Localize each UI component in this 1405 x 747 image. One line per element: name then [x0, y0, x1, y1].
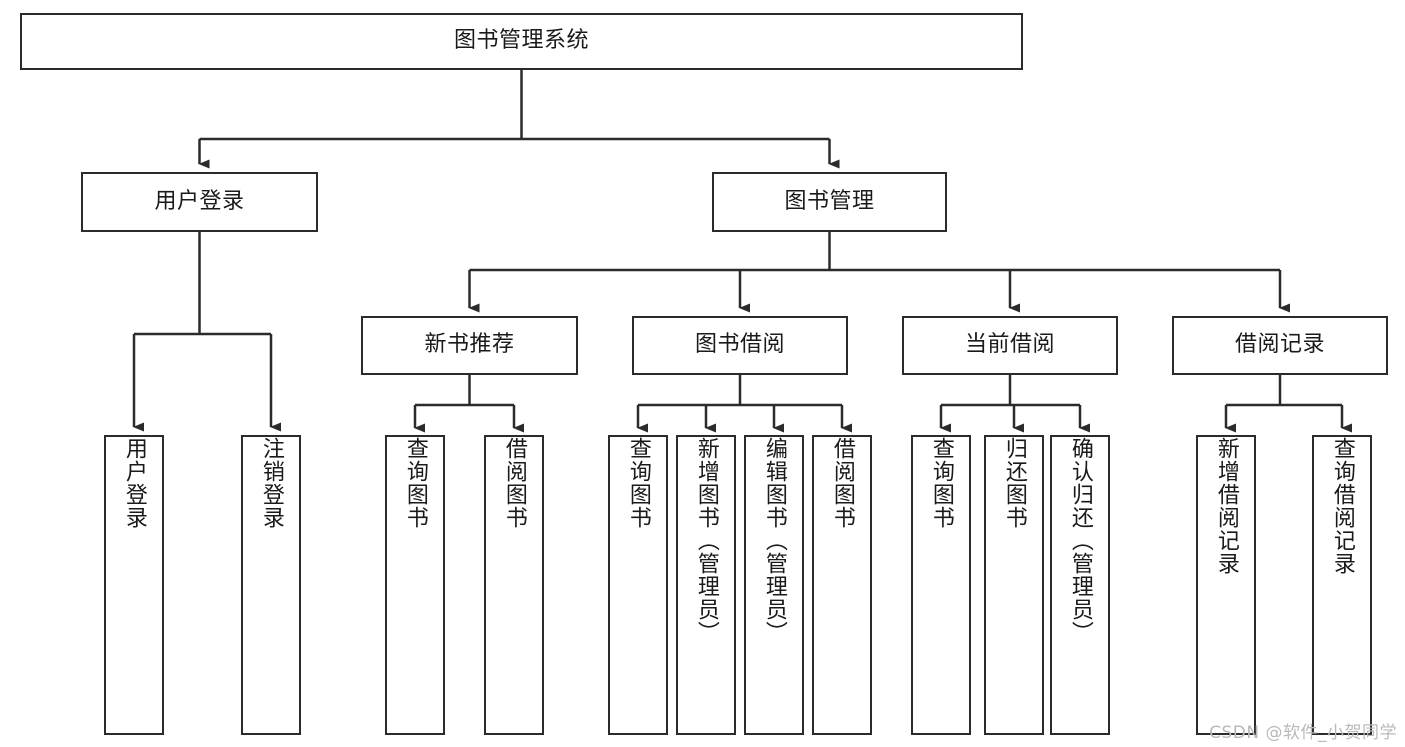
node-label-borrow-record: 借阅记录 — [1234, 332, 1325, 358]
node-leaf-query-book-1[interactable]: 查询图书 — [385, 435, 445, 735]
node-leaf-return-book[interactable]: 归还图书 — [984, 435, 1044, 735]
node-leaf-user-login[interactable]: 用户登录 — [104, 435, 164, 735]
node-label-leaf-return-book: 归还图书 — [1001, 437, 1027, 529]
node-label-leaf-query-book-2: 查询图书 — [625, 437, 651, 529]
node-label-root: 图书管理系统 — [453, 28, 589, 54]
node-leaf-query-book-2[interactable]: 查询图书 — [608, 435, 668, 735]
node-leaf-add-book[interactable]: 新增图书（管理员） — [676, 435, 736, 735]
node-label-leaf-query-book-3: 查询图书 — [928, 437, 954, 529]
node-book-borrow[interactable]: 图书借阅 — [632, 316, 848, 375]
node-user-login[interactable]: 用户登录 — [81, 172, 318, 232]
node-leaf-query-book-3[interactable]: 查询图书 — [911, 435, 971, 735]
node-label-leaf-edit-book: 编辑图书（管理员） — [761, 437, 787, 644]
node-leaf-add-record[interactable]: 新增借阅记录 — [1196, 435, 1256, 735]
node-label-leaf-borrow-book-2: 借阅图书 — [829, 437, 855, 529]
node-book-manage[interactable]: 图书管理 — [712, 172, 947, 232]
node-label-leaf-query-record: 查询借阅记录 — [1329, 437, 1355, 575]
node-label-user-login: 用户登录 — [154, 188, 245, 214]
watermark-text: CSDN @软件_小贺同学 — [1209, 723, 1397, 743]
node-leaf-edit-book[interactable]: 编辑图书（管理员） — [744, 435, 804, 735]
node-leaf-user-logout[interactable]: 注销登录 — [241, 435, 301, 735]
node-leaf-borrow-book-1[interactable]: 借阅图书 — [484, 435, 544, 735]
node-label-new-book-recommend: 新书推荐 — [424, 332, 515, 358]
node-label-leaf-add-book: 新增图书（管理员） — [693, 437, 719, 644]
node-label-leaf-add-record: 新增借阅记录 — [1213, 437, 1239, 575]
node-label-book-manage: 图书管理 — [784, 188, 875, 214]
node-new-book-recommend[interactable]: 新书推荐 — [361, 316, 578, 375]
node-label-current-borrow: 当前借阅 — [964, 332, 1055, 358]
node-leaf-confirm-return[interactable]: 确认归还（管理员） — [1050, 435, 1110, 735]
node-borrow-record[interactable]: 借阅记录 — [1172, 316, 1388, 375]
node-label-leaf-confirm-return: 确认归还（管理员） — [1067, 437, 1093, 644]
node-label-leaf-query-book-1: 查询图书 — [402, 437, 428, 529]
node-leaf-borrow-book-2[interactable]: 借阅图书 — [812, 435, 872, 735]
node-label-leaf-user-login: 用户登录 — [121, 437, 147, 529]
node-root[interactable]: 图书管理系统 — [20, 13, 1023, 70]
node-leaf-query-record[interactable]: 查询借阅记录 — [1312, 435, 1372, 735]
node-label-leaf-borrow-book-1: 借阅图书 — [501, 437, 527, 529]
node-current-borrow[interactable]: 当前借阅 — [902, 316, 1118, 375]
node-label-book-borrow: 图书借阅 — [694, 332, 785, 358]
node-label-leaf-user-logout: 注销登录 — [258, 437, 284, 529]
